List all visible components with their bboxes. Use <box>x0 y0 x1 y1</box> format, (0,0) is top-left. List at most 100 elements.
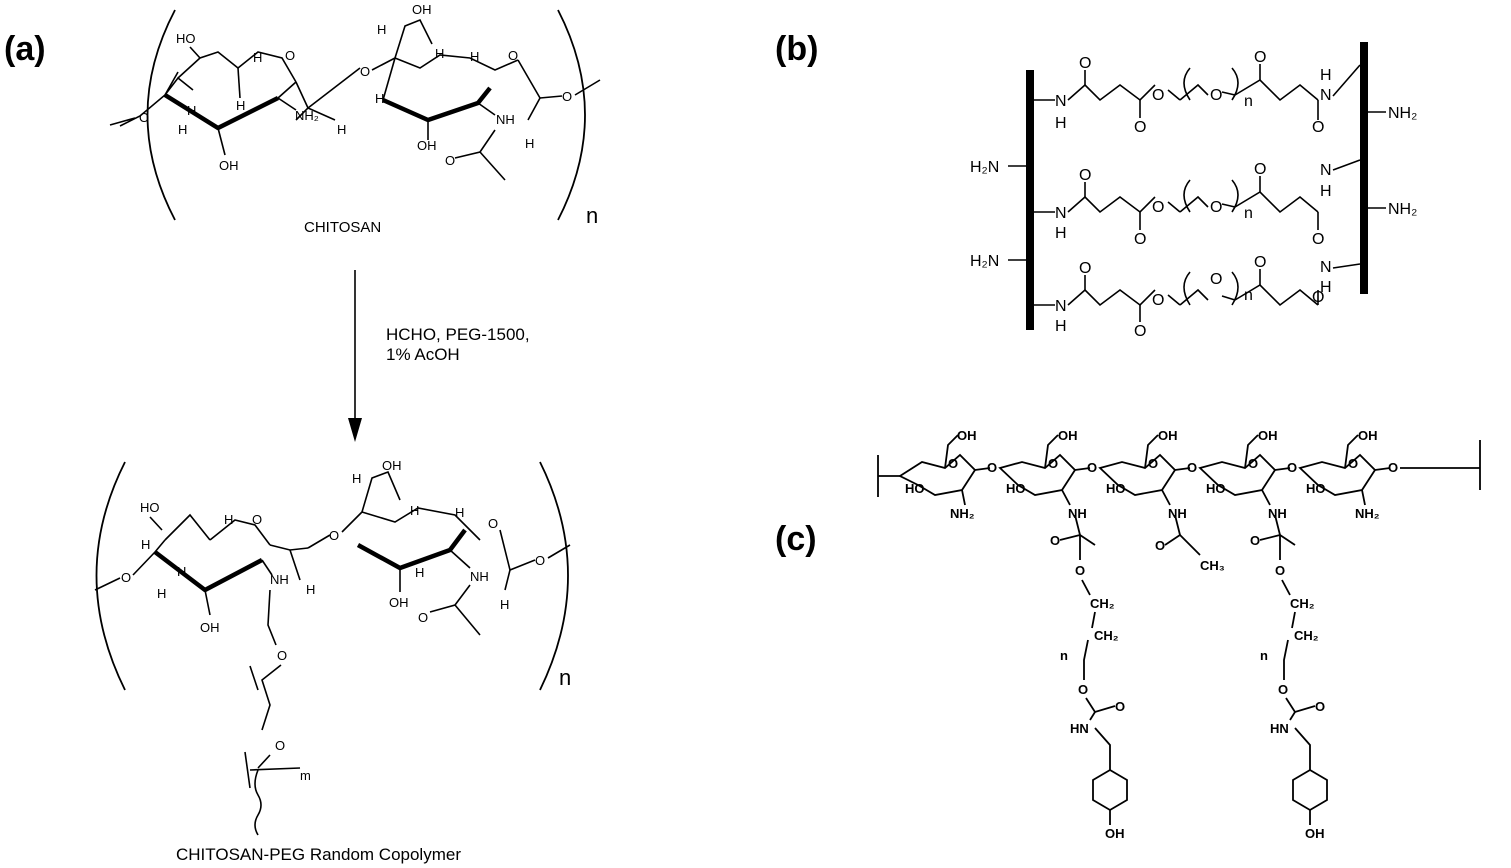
svg-text:OH: OH <box>412 2 432 17</box>
peg-crosslink-row-3: N H O O O O n O O N H <box>1034 254 1361 340</box>
chitosan-backbone-right <box>1360 42 1368 294</box>
svg-text:H: H <box>1055 225 1067 242</box>
repeat-paren-left <box>146 9 176 221</box>
amine-left-2: H₂N <box>970 253 999 270</box>
svg-text:O: O <box>1134 323 1146 340</box>
svg-text:O: O <box>1275 563 1285 578</box>
chitosan-peg-tyramine-structure-c: OH O HO NH₂ O OH O HO NH O OH O HO NH <box>877 428 1481 841</box>
svg-text:CH₂: CH₂ <box>1290 596 1315 611</box>
svg-text:CH₂: CH₂ <box>1294 628 1319 643</box>
svg-text:H: H <box>337 122 346 137</box>
svg-text:O: O <box>1287 460 1297 475</box>
svg-text:CH₃: CH₃ <box>1200 558 1225 573</box>
svg-text:H: H <box>352 471 361 486</box>
peg-tyramine-chain-2: O O CH₂ CH₂ n O O HN OH <box>1250 514 1328 841</box>
svg-text:NH: NH <box>1068 506 1087 521</box>
svg-text:O: O <box>1312 289 1324 306</box>
svg-text:H: H <box>253 50 262 65</box>
svg-text:NH: NH <box>496 112 515 127</box>
svg-text:H: H <box>1320 67 1332 84</box>
svg-text:NH: NH <box>270 572 289 587</box>
svg-text:O: O <box>1115 699 1125 714</box>
svg-text:O: O <box>1152 87 1164 104</box>
repeat-index-n: n <box>559 665 571 690</box>
svg-text:O: O <box>1254 254 1266 271</box>
svg-text:O: O <box>252 512 262 527</box>
svg-text:N: N <box>1320 87 1332 104</box>
svg-text:H: H <box>525 136 534 151</box>
svg-text:H: H <box>500 597 509 612</box>
svg-text:O: O <box>1210 87 1222 104</box>
svg-text:O: O <box>508 48 518 63</box>
svg-text:O: O <box>1134 119 1146 136</box>
svg-text:O: O <box>1312 231 1324 248</box>
svg-text:O: O <box>1152 292 1164 309</box>
repeat-paren-right <box>557 9 586 221</box>
svg-text:O: O <box>329 528 339 543</box>
svg-text:O: O <box>1079 260 1091 277</box>
sugar-ring-4: OH O HO NH O <box>1198 428 1297 521</box>
svg-text:H: H <box>1320 183 1332 200</box>
svg-text:OH: OH <box>200 620 220 635</box>
svg-text:O: O <box>1388 460 1398 475</box>
chitosan-structure: n O HO O OH H NH₂ H H H H O OH H H H O <box>109 2 601 236</box>
svg-text:NH₂: NH₂ <box>950 506 975 521</box>
svg-text:O: O <box>1315 699 1325 714</box>
svg-text:OH: OH <box>1158 428 1178 443</box>
svg-text:O: O <box>1187 460 1197 475</box>
panel-label-a: (a) <box>4 30 46 68</box>
svg-text:NH: NH <box>470 569 489 584</box>
svg-text:O: O <box>1348 456 1358 471</box>
svg-text:O: O <box>1079 55 1091 72</box>
svg-text:HO: HO <box>1306 481 1326 496</box>
svg-text:H: H <box>1055 115 1067 132</box>
svg-text:O: O <box>1254 49 1266 66</box>
svg-text:HO: HO <box>176 31 196 46</box>
svg-text:HO: HO <box>1006 481 1026 496</box>
svg-text:O: O <box>121 570 131 585</box>
reagents-line-2: 1% AcOH <box>386 345 460 364</box>
sugar-ring-2: OH O HO NH O <box>998 428 1097 521</box>
svg-text:N: N <box>1055 93 1067 110</box>
svg-text:OH: OH <box>1358 428 1378 443</box>
svg-text:CH₂: CH₂ <box>1090 596 1115 611</box>
svg-text:OH: OH <box>1305 826 1325 841</box>
svg-text:NH: NH <box>1268 506 1287 521</box>
sugar-ring-3: OH O HO NH O CH₃ O <box>1098 428 1225 573</box>
chitosan-backbone-left <box>1026 70 1034 330</box>
sugar-ring-5: OH O HO NH₂ O <box>1298 428 1460 521</box>
svg-text:O: O <box>418 610 428 625</box>
reagents-line-1: HCHO, PEG-1500, <box>386 325 530 344</box>
svg-text:HO: HO <box>1206 481 1226 496</box>
svg-text:O: O <box>488 516 498 531</box>
svg-text:H: H <box>178 122 187 137</box>
svg-text:OH: OH <box>1058 428 1078 443</box>
repeat-index-n: n <box>586 203 598 228</box>
svg-text:H: H <box>224 512 233 527</box>
amine-right-1: NH₂ <box>1388 105 1417 122</box>
chitosan-peg-structure: n O HO H OH H H H O NH H O O m O OH <box>94 458 571 864</box>
svg-text:NH₂: NH₂ <box>295 108 319 123</box>
svg-text:O: O <box>1075 563 1085 578</box>
sugar-ring-1: OH O HO NH₂ O <box>898 428 997 521</box>
svg-text:H: H <box>1055 318 1067 335</box>
svg-text:H: H <box>177 564 186 579</box>
svg-text:O: O <box>562 89 572 104</box>
svg-text:O: O <box>1210 271 1222 288</box>
repeat-index-n: n <box>1060 648 1068 663</box>
svg-text:O: O <box>1278 682 1288 697</box>
svg-text:O: O <box>1078 682 1088 697</box>
svg-text:H: H <box>375 91 384 106</box>
panel-label-c: (c) <box>775 520 817 558</box>
svg-text:N: N <box>1320 162 1332 179</box>
svg-text:NH₂: NH₂ <box>1355 506 1380 521</box>
svg-text:OH: OH <box>957 428 977 443</box>
peg-crosslink-row-1: N H O O O O n O O N H <box>1034 49 1361 136</box>
svg-text:O: O <box>445 153 455 168</box>
svg-text:N: N <box>1055 205 1067 222</box>
repeat-index-n: n <box>1244 93 1253 110</box>
svg-text:HO: HO <box>140 500 160 515</box>
svg-text:N: N <box>1055 298 1067 315</box>
svg-text:OH: OH <box>382 458 402 473</box>
